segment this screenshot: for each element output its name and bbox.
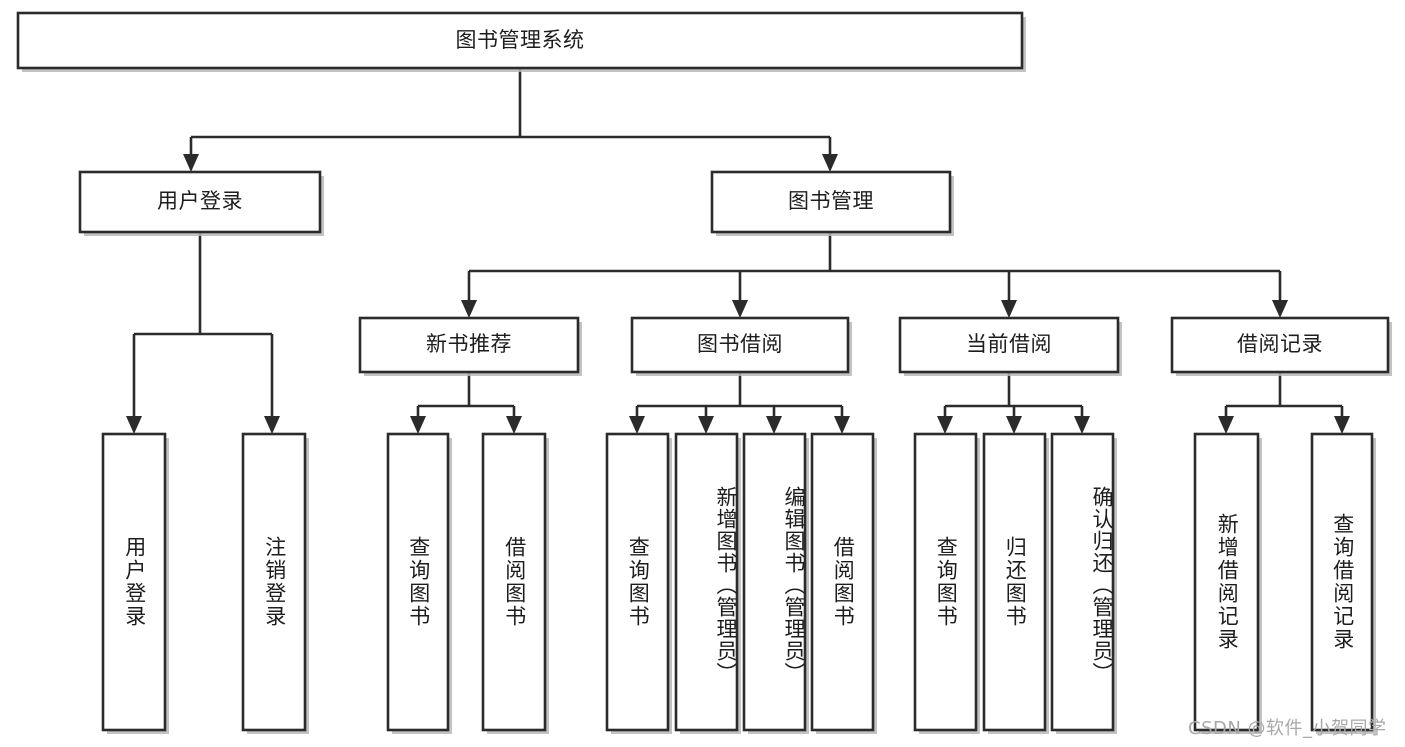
node-box-borrow[interactable] (630, 316, 850, 374)
node-box-leaf-13[interactable] (1310, 432, 1374, 732)
node-box-leaf-1[interactable] (101, 432, 167, 732)
node-box-current[interactable] (898, 316, 1120, 374)
node-box-leaf-4[interactable] (481, 432, 547, 732)
connector-borrow-to-leaves (629, 373, 850, 434)
connector-bookmgmt-to-level3 (461, 233, 1288, 318)
connector-login-to-leaves (126, 233, 280, 434)
node-box-records[interactable] (1170, 316, 1390, 374)
node-box-leaf-8[interactable] (810, 432, 875, 732)
node-box-bookmgmt[interactable] (710, 170, 952, 234)
connector-root-to-level2 (183, 69, 838, 172)
node-box-newbook[interactable] (358, 316, 580, 374)
connector-current-to-leaves (937, 373, 1090, 434)
watermark-text: CSDN @软件_小贺同学 (1188, 718, 1387, 739)
node-box-leaf-9[interactable] (913, 432, 978, 732)
node-box-leaf-10[interactable] (982, 432, 1047, 732)
node-box-leaf-11[interactable] (1050, 432, 1115, 732)
node-box-login[interactable] (78, 170, 322, 234)
connector-newbook-to-leaves (410, 373, 522, 434)
connector-records-to-leaves (1218, 373, 1350, 434)
node-box-leaf-3[interactable] (386, 432, 450, 732)
node-boxes (16, 11, 1390, 732)
node-box-leaf-2[interactable] (241, 432, 307, 732)
node-box-leaf-7[interactable] (742, 432, 807, 732)
node-box-leaf-12[interactable] (1193, 432, 1260, 732)
node-box-root[interactable] (16, 11, 1024, 70)
node-box-leaf-5[interactable] (605, 432, 670, 732)
node-box-leaf-6[interactable] (674, 432, 739, 732)
